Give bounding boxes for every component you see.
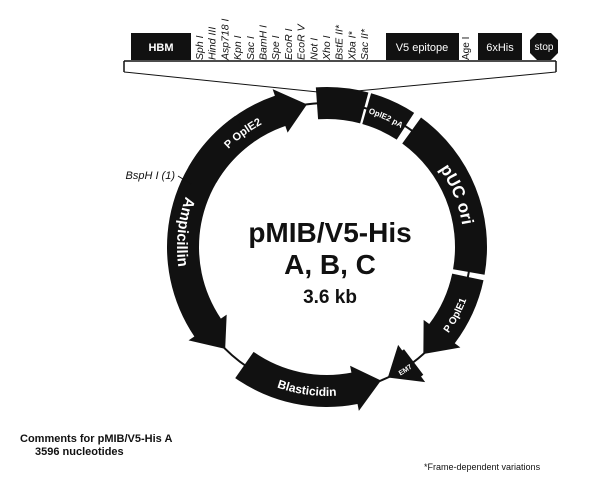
his-tag-label: 6xHis [486, 42, 514, 54]
restriction-site-label: Sac II* [359, 28, 371, 60]
restriction-site-label: Not I [308, 38, 320, 60]
restriction-site-label: Spe I [270, 35, 282, 60]
puc-ori-arc [402, 117, 487, 275]
v5-epitope-box [386, 33, 459, 60]
plasmid-size: 3.6 kb [303, 287, 357, 308]
stop-octagon [530, 33, 558, 60]
bsph-site-tick [177, 175, 192, 185]
restriction-site-label: BstE II* [334, 24, 346, 60]
hbm-box [131, 33, 191, 60]
plasmid-variants: A, B, C [284, 249, 376, 280]
restriction-site-label: Xho I [321, 35, 333, 61]
restriction-site-label: EcoR V [296, 23, 308, 60]
bsph-site-label: BspH I (1) [125, 170, 175, 182]
restriction-site-label: Sph I [194, 35, 206, 60]
frame-note: *Frame-dependent variations [424, 462, 541, 472]
bracket-connector-left [123, 71, 319, 93]
bracket-connector-right [345, 71, 557, 93]
plasmid-name: pMIB/V5-His [248, 217, 411, 248]
hbm-label: HBM [148, 42, 173, 54]
stop-label: stop [535, 42, 554, 53]
restriction-site-label: EcoR I [283, 28, 295, 60]
mcs-bracket [123, 60, 557, 72]
em7-arc [387, 344, 426, 383]
v5-epitope-label: V5 epitope [396, 42, 449, 54]
p-oplie1-arc [423, 273, 484, 355]
restriction-site-label: Asp718 I [219, 18, 231, 61]
age-site-label: Age I [461, 37, 472, 60]
restriction-site-label: Hind III [207, 27, 219, 60]
ampicillin-arc [166, 115, 254, 349]
restriction-site-label: Xba I* [346, 30, 358, 61]
his-tag-box [478, 33, 522, 60]
restriction-site-label: Kpn I [232, 35, 244, 60]
comments-title: Comments for pMIB/V5-His A [20, 433, 173, 445]
restriction-site-label: Sac I [245, 36, 257, 60]
comments-block: Comments for pMIB/V5-His A 3596 nucleoti… [20, 433, 172, 459]
mcs-arc [315, 87, 369, 124]
oplie2-pa-arc [362, 93, 415, 140]
comments-length: 3596 nucleotides [35, 446, 124, 458]
blasticidin-arc [235, 351, 381, 411]
restriction-site-label: BamH I [258, 25, 270, 60]
